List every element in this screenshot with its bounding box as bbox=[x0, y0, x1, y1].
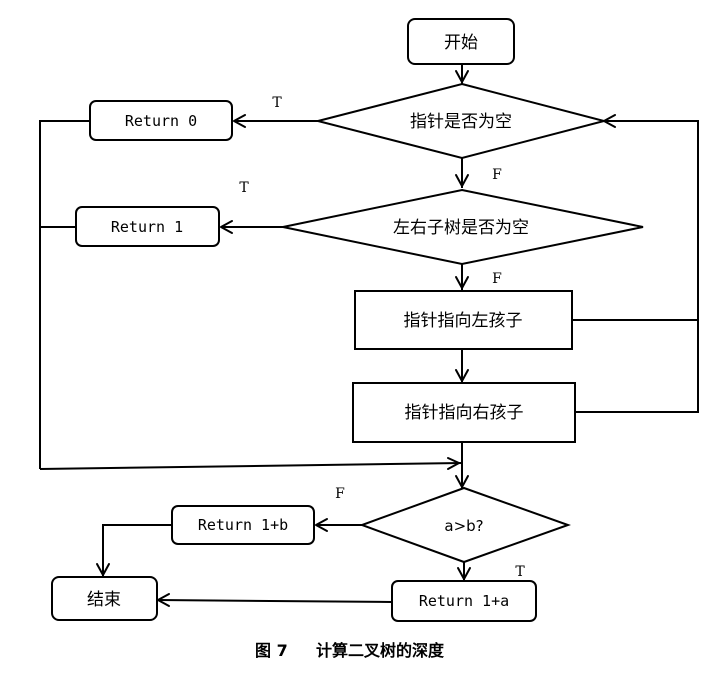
check-null-decision: 指针是否为空 bbox=[317, 82, 608, 160]
arrowhead bbox=[455, 276, 469, 289]
label-null-true: T bbox=[272, 95, 282, 111]
return0-label: Return 0 bbox=[125, 112, 197, 130]
label-leaf-false: F bbox=[492, 271, 502, 287]
end-node: 结束 bbox=[51, 576, 158, 621]
arrowhead bbox=[455, 70, 469, 83]
edge-labels: T F T F F T bbox=[239, 95, 525, 580]
check-null-label: 指针是否为空 bbox=[410, 112, 512, 132]
caption-figure-number: 图 7 bbox=[255, 641, 288, 660]
caption-title: 计算二叉树的深度 bbox=[316, 641, 445, 660]
label-compare-true: T bbox=[515, 564, 525, 580]
edge-return-bus bbox=[39, 120, 90, 469]
go-right-label: 指针指向右孩子 bbox=[405, 403, 524, 423]
figure-caption: 图 7 计算二叉树的深度 bbox=[255, 641, 445, 660]
edge-return-a-to-end bbox=[157, 599, 393, 603]
arrowhead bbox=[447, 457, 460, 470]
edge-bus-to-merge bbox=[39, 462, 463, 470]
arrowhead bbox=[455, 174, 469, 187]
arrowhead bbox=[455, 369, 469, 382]
arrowhead bbox=[457, 567, 471, 580]
arrowhead bbox=[455, 475, 469, 488]
arrowhead bbox=[315, 518, 328, 532]
return1-label: Return 1 bbox=[111, 218, 183, 236]
arrowheads bbox=[96, 70, 616, 607]
compare-label: a>b? bbox=[444, 517, 483, 535]
check-leaf-label: 左右子树是否为空 bbox=[393, 218, 529, 238]
arrowhead bbox=[233, 114, 246, 128]
arrowhead bbox=[220, 220, 233, 234]
return-a-node: Return 1+a bbox=[391, 580, 537, 622]
go-left-label: 指针指向左孩子 bbox=[404, 311, 523, 331]
start-label: 开始 bbox=[444, 33, 478, 53]
edge-return-b-to-end bbox=[102, 524, 172, 576]
return-b-node: Return 1+b bbox=[171, 505, 315, 545]
label-compare-false: F bbox=[335, 486, 345, 502]
edge-loop-back-right bbox=[576, 120, 699, 413]
label-leaf-true: T bbox=[239, 180, 249, 196]
return0-node: Return 0 bbox=[89, 100, 233, 141]
start-node: 开始 bbox=[407, 18, 515, 65]
end-label: 结束 bbox=[87, 590, 121, 610]
arrowhead bbox=[96, 563, 110, 576]
go-right-node: 指针指向右孩子 bbox=[352, 382, 576, 443]
return-a-label: Return 1+a bbox=[419, 592, 509, 610]
check-leaf-decision: 左右子树是否为空 bbox=[282, 188, 644, 266]
go-left-node: 指针指向左孩子 bbox=[354, 290, 573, 350]
return1-node: Return 1 bbox=[75, 206, 220, 247]
label-null-false: F bbox=[492, 167, 502, 183]
return-b-label: Return 1+b bbox=[198, 516, 288, 534]
compare-decision: a>b? bbox=[359, 486, 571, 564]
